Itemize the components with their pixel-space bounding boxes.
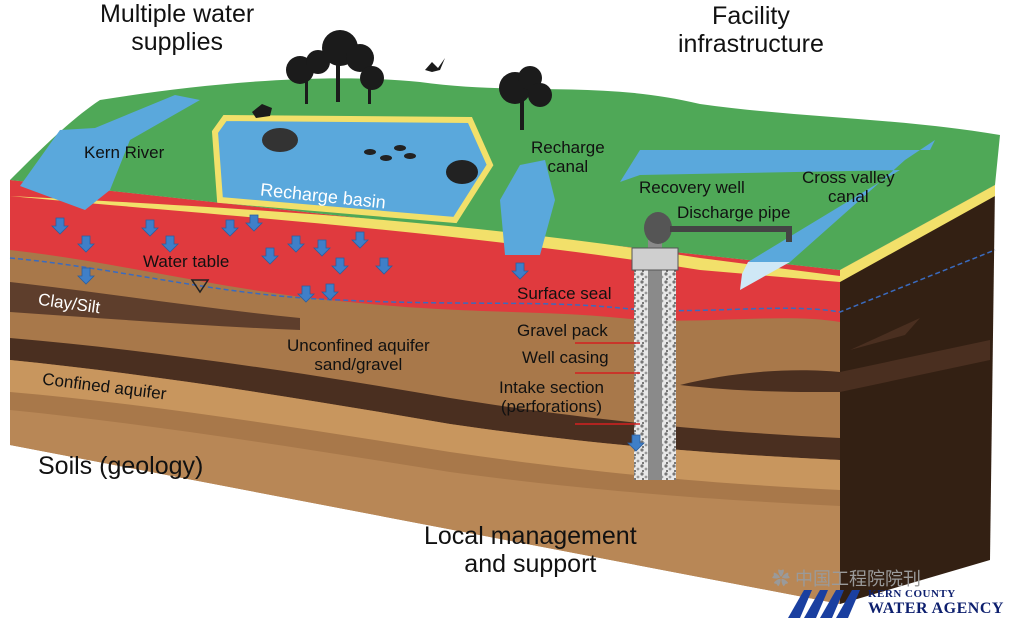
clay-silt-layer — [10, 282, 300, 330]
label-surface-seal: Surface seal — [517, 284, 612, 303]
infiltration-arrow — [511, 262, 529, 280]
wechat-icon: ✿ — [772, 569, 790, 589]
infiltration-arrow — [245, 214, 263, 232]
well-head — [644, 212, 672, 244]
infiltration-arrow — [627, 434, 645, 452]
well-casing — [648, 240, 662, 480]
infiltration-arrow — [77, 267, 95, 285]
leader-lines — [575, 342, 640, 425]
discharge-pipe-elbow — [786, 226, 792, 242]
infiltration-arrows — [51, 214, 645, 452]
infiltration-arrow — [313, 239, 331, 257]
cross-valley-canal-rim — [740, 262, 790, 290]
water-table-line — [9, 249, 996, 313]
trees — [286, 30, 552, 130]
logo-line-2: WATER AGENCY — [868, 600, 1004, 617]
well-surface-seal — [631, 247, 679, 271]
label-kern-river: Kern River — [84, 143, 165, 162]
infiltration-arrow — [77, 235, 95, 253]
logo-line-1: KERN COUNTY — [868, 588, 956, 600]
confined-separating-clay — [10, 338, 840, 460]
ducks — [364, 145, 416, 161]
label-intake-section: Intake section(perforations) — [499, 378, 604, 417]
red-vadose-zone — [10, 180, 840, 322]
infiltration-arrow — [351, 231, 369, 249]
label-recovery-well: Recovery well — [639, 178, 745, 197]
infiltration-arrow — [287, 235, 305, 253]
right-clay-lens — [850, 318, 920, 350]
animal — [252, 104, 272, 118]
discharge-pipe — [670, 226, 790, 232]
cross-valley-canal-water — [620, 140, 935, 262]
right-clay-wedge — [680, 340, 990, 392]
label-well-casing: Well casing — [522, 348, 609, 367]
label-gravel-pack: Gravel pack — [517, 321, 608, 340]
bird — [425, 58, 445, 72]
infiltration-arrow — [51, 217, 69, 235]
infiltration-arrow — [141, 219, 159, 237]
deep-clay-layer — [10, 410, 840, 604]
infiltration-arrow — [297, 285, 315, 303]
confined-aquifer-layer — [10, 360, 840, 490]
infiltration-arrow — [161, 235, 179, 253]
label-discharge-pipe: Discharge pipe — [677, 203, 791, 222]
recharge-canal-water — [500, 160, 555, 255]
infiltration-arrow — [261, 247, 279, 265]
kern-river-water — [20, 95, 200, 210]
water-table-marker — [190, 279, 210, 294]
watermark: ✿ 中国工程院院刊 — [772, 569, 922, 589]
label-water-table: Water table — [143, 252, 230, 271]
infiltration-arrow — [221, 219, 239, 237]
infiltration-arrow — [321, 283, 339, 301]
kcwa-logo-icon — [788, 590, 860, 618]
heading-soils: Soils (geology) — [38, 452, 204, 480]
block-right-side — [840, 185, 995, 604]
basin-rim — [211, 114, 494, 224]
infiltration-arrow — [375, 257, 393, 275]
inlet-pipe — [262, 128, 298, 152]
infiltration-arrow — [331, 257, 349, 275]
outlet-pipe — [446, 160, 478, 184]
